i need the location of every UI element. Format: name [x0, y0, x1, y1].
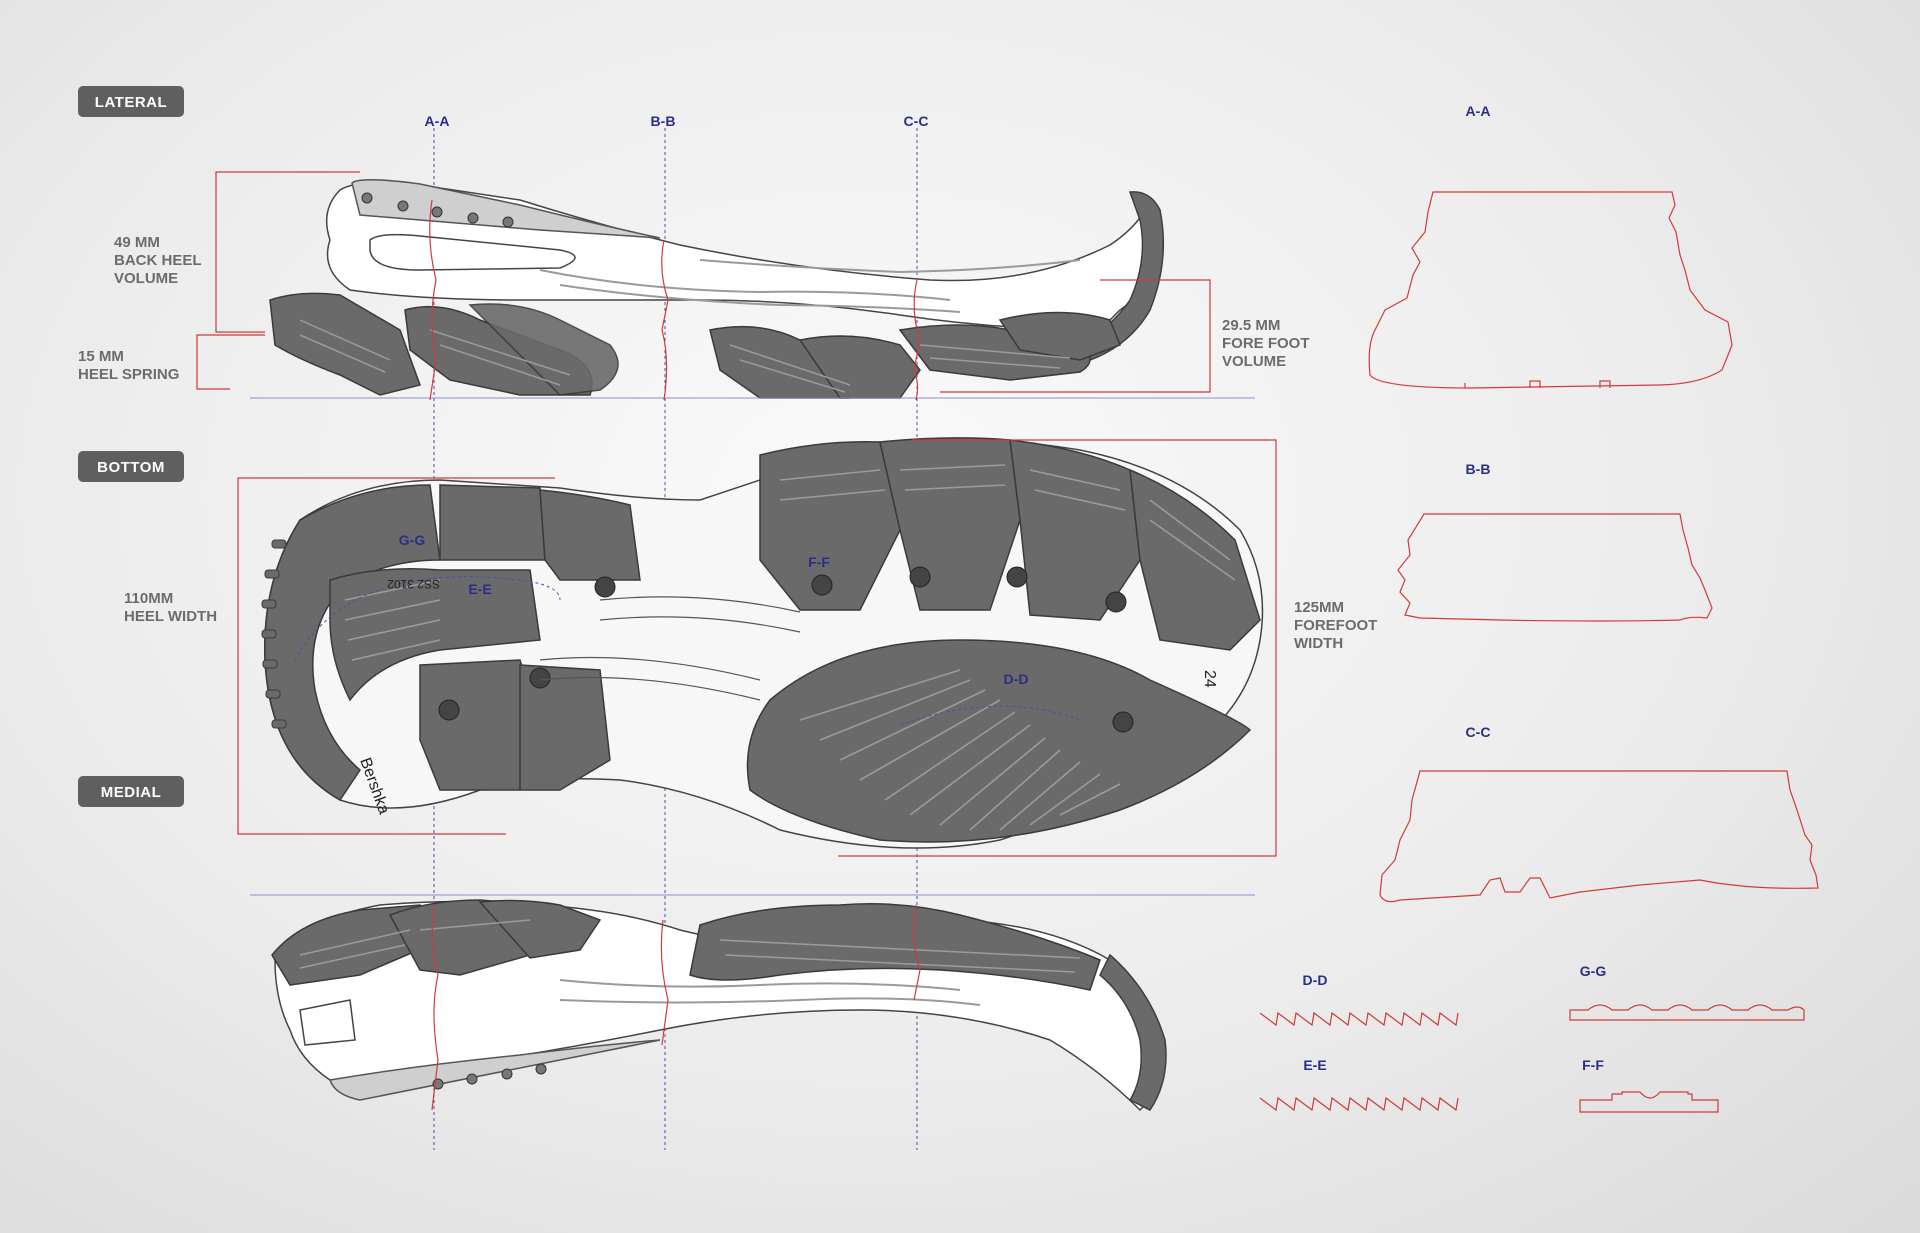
svg-text:C-C: C-C: [1466, 724, 1491, 740]
cut-label-ee-inline: E-E: [468, 581, 491, 597]
medial-tag: MEDIAL: [78, 776, 184, 807]
svg-text:125MM: 125MM: [1294, 599, 1344, 616]
svg-text:15 MM: 15 MM: [78, 348, 124, 365]
svg-text:WIDTH: WIDTH: [1294, 635, 1343, 652]
section-dd: D-D: [1259, 972, 1459, 1027]
sole-size-text: 24: [1201, 670, 1218, 688]
bottom-tag: BOTTOM: [78, 451, 184, 482]
cut-label-cc: C-C: [904, 113, 929, 129]
svg-text:29.5 MM: 29.5 MM: [1222, 317, 1280, 334]
cut-label-bb: B-B: [651, 113, 676, 129]
svg-text:G-G: G-G: [1580, 963, 1607, 979]
svg-text:HEEL SPRING: HEEL SPRING: [78, 366, 179, 383]
svg-text:HEEL WIDTH: HEEL WIDTH: [124, 608, 217, 625]
section-aa: A-A: [1368, 103, 1733, 389]
back-heel-volume-dim: 49 MM BACK HEEL VOLUME: [114, 171, 360, 333]
svg-text:MEDIAL: MEDIAL: [101, 784, 162, 801]
svg-text:BACK HEEL: BACK HEEL: [114, 252, 202, 269]
lateral-tag: LATERAL: [78, 86, 184, 117]
section-bb: B-B: [1397, 461, 1713, 622]
section-ee: E-E: [1259, 1057, 1459, 1112]
svg-text:B-B: B-B: [1466, 461, 1491, 477]
svg-text:VOLUME: VOLUME: [114, 270, 178, 287]
section-ff: F-F: [1579, 1057, 1719, 1113]
lateral-sole-view: [250, 178, 1255, 401]
heel-width-dim: 110MM HEEL WIDTH: [124, 477, 555, 835]
svg-text:49 MM: 49 MM: [114, 234, 160, 251]
cut-label-aa: A-A: [425, 113, 450, 129]
cut-label-dd-inline: D-D: [1004, 671, 1029, 687]
cut-label-gg-inline: G-G: [399, 532, 426, 548]
svg-text:FORE FOOT: FORE FOOT: [1222, 335, 1310, 352]
section-cc: C-C: [1379, 724, 1819, 903]
fore-foot-volume-dim: 29.5 MM FORE FOOT VOLUME: [940, 279, 1310, 393]
bottom-sole-view: Bershka SS2 3102 24 G-G E-E F-F D-D: [261, 437, 1264, 849]
svg-text:LATERAL: LATERAL: [95, 94, 167, 111]
svg-text:D-D: D-D: [1303, 972, 1328, 988]
svg-text:F-F: F-F: [1582, 1057, 1604, 1073]
cut-label-ff-inline: F-F: [808, 554, 830, 570]
svg-text:BOTTOM: BOTTOM: [97, 459, 165, 476]
svg-text:VOLUME: VOLUME: [1222, 353, 1286, 370]
svg-text:A-A: A-A: [1466, 103, 1491, 119]
forefoot-width-dim: 125MM FOREFOOT WIDTH: [838, 439, 1377, 857]
svg-text:FOREFOOT: FOREFOOT: [1294, 617, 1377, 634]
svg-text:110MM: 110MM: [124, 590, 173, 607]
heel-spring-dim: 15 MM HEEL SPRING: [78, 334, 265, 390]
svg-text:E-E: E-E: [1303, 1057, 1326, 1073]
sole-code-text: SS2 3102: [387, 577, 440, 591]
section-gg: G-G: [1569, 963, 1805, 1021]
medial-sole-view: [250, 894, 1255, 1112]
